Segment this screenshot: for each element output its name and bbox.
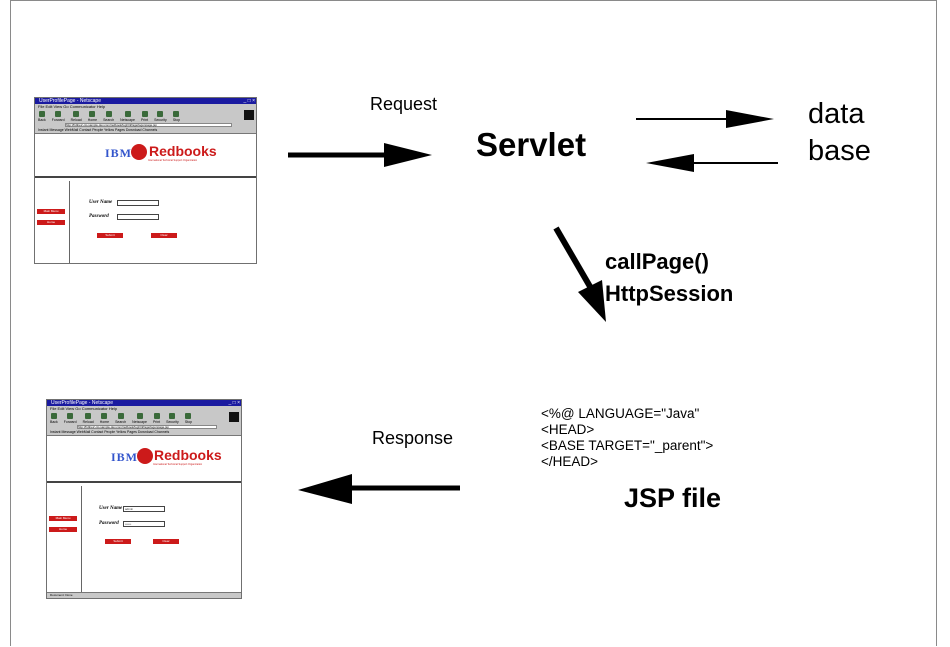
- browser-title: UserProfilePage - Netscape: [39, 98, 101, 104]
- toolbar-home-button[interactable]: Home: [88, 111, 97, 122]
- toolbar-stop-button[interactable]: Stop: [173, 111, 180, 122]
- page-body: Main Menu Home User Name Password Submit…: [35, 181, 256, 263]
- netscape-logo-icon: [229, 412, 239, 422]
- browser-titlebar: UserProfilePage - Netscape _ □ ×: [35, 98, 256, 104]
- code-line: <HEAD>: [541, 422, 595, 437]
- toolbar-print-button[interactable]: Print: [153, 413, 160, 424]
- toolbar-search-button[interactable]: Search: [115, 413, 126, 424]
- callpage-text: callPage(): [605, 249, 709, 274]
- page-body: Main Menu Home User Name admin Password …: [47, 486, 241, 598]
- httpsession-text: HttpSession: [605, 281, 734, 306]
- browser-menubar[interactable]: File Edit View Go Communicator Help: [35, 104, 256, 109]
- browser-toolbar: Back Forward Reload Home Search Netscape…: [47, 411, 241, 424]
- toolbar-security-button[interactable]: Security: [154, 111, 167, 122]
- password-label: Password: [89, 214, 109, 219]
- clear-button[interactable]: Clear: [153, 539, 179, 544]
- window-controls-icon[interactable]: _ □ ×: [243, 98, 256, 104]
- toolbar-netscape-button[interactable]: Netscape: [132, 413, 147, 424]
- database-label: data base: [808, 96, 871, 170]
- personal-toolbar[interactable]: Instant Message WebMail Contact People Y…: [35, 128, 256, 134]
- toolbar-security-button[interactable]: Security: [166, 413, 179, 424]
- login-page-screenshot-bottom: UserProfilePage - Netscape _ □ × File Ed…: [46, 399, 242, 599]
- personal-toolbar[interactable]: Instant Message WebMail Contact People Y…: [47, 430, 241, 436]
- toolbar-reload-button[interactable]: Reload: [71, 111, 82, 122]
- servlet-label: Servlet: [476, 126, 587, 163]
- browser-title: UserProfilePage - Netscape: [51, 400, 113, 406]
- address-input[interactable]: http://hdlnet/~ito.sample.dev.com/redboo…: [65, 123, 232, 127]
- browser-menubar[interactable]: File Edit View Go Communicator Help: [47, 406, 241, 411]
- toolbar-reload-button[interactable]: Reload: [83, 413, 94, 424]
- jsp-file-label: JSP file: [624, 483, 722, 513]
- login-page-screenshot-top: UserProfilePage - Netscape _ □ × File Ed…: [34, 97, 257, 264]
- address-bar: http://hdlnet/~ito.sample.dev.com/redboo…: [35, 122, 256, 128]
- toolbar-stop-button[interactable]: Stop: [185, 413, 192, 424]
- password-input[interactable]: ••••••: [123, 521, 165, 527]
- address-input[interactable]: http://hdlnet/~ito.sample.dev.com/redboo…: [77, 425, 217, 429]
- redbooks-banner: IBM Redbooks International Technical Sup…: [47, 436, 241, 483]
- jsp-code-snippet: <%@ LANGUAGE="Java" <HEAD> <BASE TARGET=…: [541, 406, 713, 470]
- window-controls-icon[interactable]: _ □ ×: [228, 400, 241, 406]
- address-bar: http://hdlnet/~ito.sample.dev.com/redboo…: [47, 424, 241, 430]
- toolbar-back-button[interactable]: Back: [50, 413, 58, 424]
- user-name-input[interactable]: [117, 200, 159, 206]
- toolbar-search-button[interactable]: Search: [103, 111, 114, 122]
- response-label: Response: [372, 428, 454, 448]
- toolbar-home-button[interactable]: Home: [100, 413, 109, 424]
- redbooks-logo: Redbooks: [149, 143, 217, 159]
- to-database-arrow: [636, 110, 774, 128]
- callpage-label: callPage() HttpSession: [605, 246, 733, 310]
- clear-button[interactable]: Clear: [151, 233, 177, 238]
- toolbar-forward-button[interactable]: Forward: [64, 413, 77, 424]
- redbooks-tagline: International Technical Support Organiza…: [153, 463, 203, 466]
- database-label-line2: base: [808, 135, 871, 167]
- code-line: </HEAD>: [541, 454, 599, 469]
- slide-frame: [10, 0, 937, 646]
- submit-button[interactable]: Submit: [97, 233, 123, 238]
- submit-button[interactable]: Submit: [105, 539, 131, 544]
- redbooks-tagline: International Technical Support Organiza…: [148, 159, 198, 162]
- request-label: Request: [370, 94, 438, 114]
- browser-toolbar: Back Forward Reload Home Search Netscape…: [35, 109, 256, 122]
- password-input[interactable]: [117, 214, 159, 220]
- ibm-logo: IBM: [111, 450, 138, 464]
- toolbar-print-button[interactable]: Print: [141, 111, 148, 122]
- toolbar-forward-button[interactable]: Forward: [52, 111, 65, 122]
- ibm-logo: IBM: [105, 146, 132, 160]
- user-name-label: User Name: [99, 506, 123, 511]
- user-name-input[interactable]: admin: [123, 506, 165, 512]
- response-arrow: [298, 474, 460, 504]
- from-database-arrow: [646, 154, 778, 172]
- user-name-label: User Name: [89, 200, 113, 205]
- database-label-line1: data: [808, 98, 865, 130]
- code-line: <%@ LANGUAGE="Java": [541, 406, 700, 421]
- main-menu-button[interactable]: Main Menu: [49, 516, 77, 521]
- toolbar-netscape-button[interactable]: Netscape: [120, 111, 135, 122]
- request-arrow: [288, 143, 432, 167]
- redbooks-banner: IBM Redbooks International Technical Sup…: [35, 134, 256, 178]
- browser-titlebar: UserProfilePage - Netscape _ □ ×: [47, 400, 241, 406]
- code-line: <BASE TARGET="_parent">: [541, 438, 714, 453]
- home-button[interactable]: Home: [49, 527, 77, 532]
- toolbar-back-button[interactable]: Back: [38, 111, 46, 122]
- redbooks-logo-icon: [137, 448, 153, 464]
- status-bar: Document: Done: [47, 592, 241, 598]
- redbooks-logo-icon: [131, 144, 147, 160]
- home-button[interactable]: Home: [37, 220, 65, 225]
- password-label: Password: [99, 521, 119, 526]
- main-menu-button[interactable]: Main Menu: [37, 209, 65, 214]
- callpage-arrow: [553, 226, 606, 322]
- redbooks-logo: Redbooks: [154, 447, 222, 463]
- side-nav: Main Menu Home: [35, 181, 70, 263]
- side-nav: Main Menu Home: [47, 486, 82, 592]
- netscape-logo-icon: [244, 110, 254, 120]
